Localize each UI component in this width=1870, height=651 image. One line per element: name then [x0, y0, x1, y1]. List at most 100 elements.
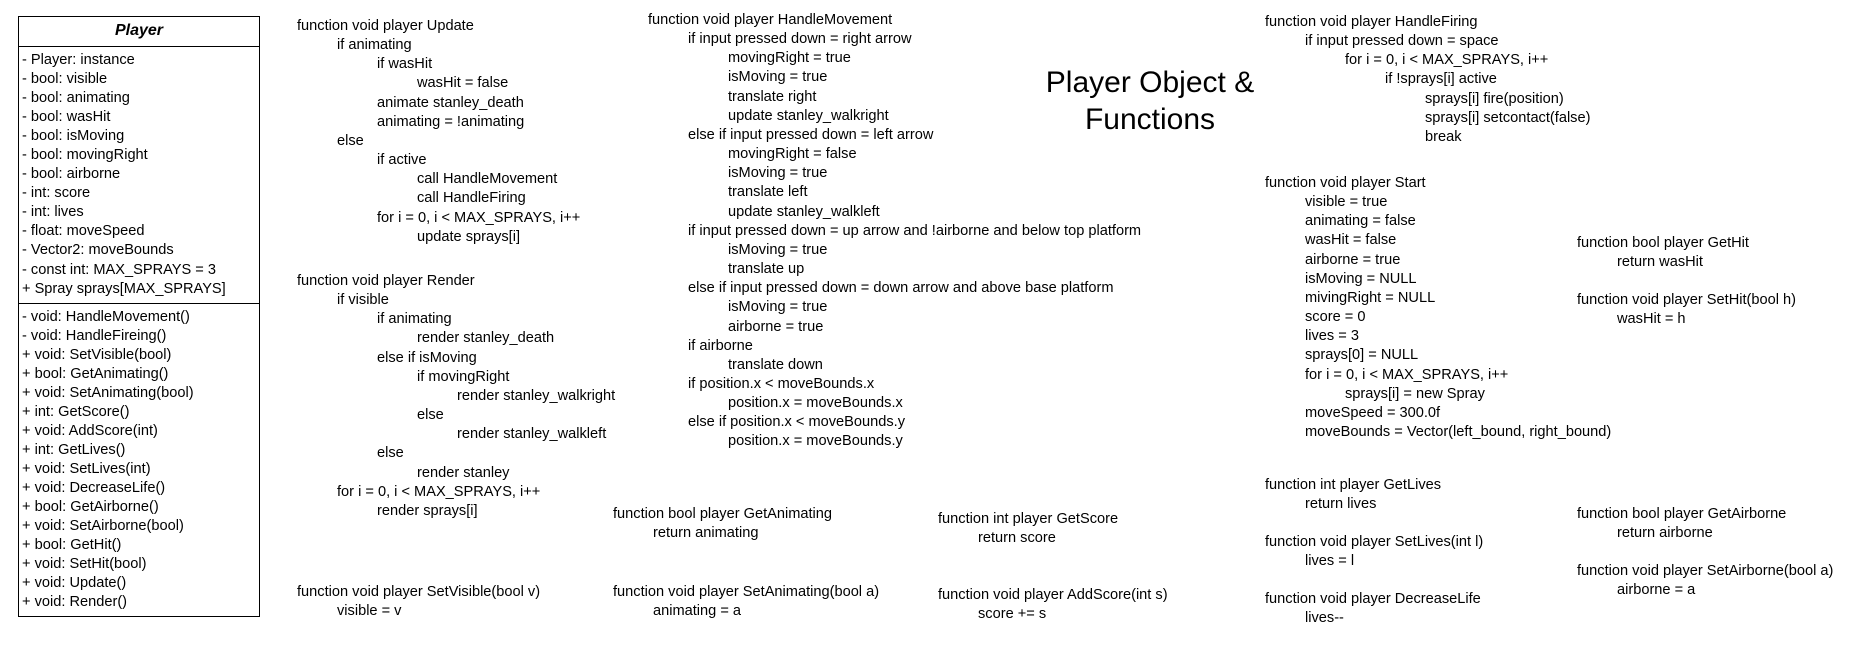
attribute: - bool: visible — [22, 71, 108, 88]
attribute: - bool: airborne — [22, 166, 121, 183]
code-line: break — [1425, 128, 1462, 145]
attribute: - const int: MAX_SPRAYS = 3 — [22, 261, 216, 278]
code-line: else if input pressed down = left arrow — [688, 126, 934, 143]
code-line: wasHit = h — [1617, 311, 1686, 328]
code-line: isMoving = true — [728, 299, 828, 316]
attribute: - bool: wasHit — [22, 109, 111, 126]
code-line: function int player GetScore — [938, 511, 1119, 527]
code-line: else — [337, 132, 364, 149]
attribute: - bool: isMoving — [22, 128, 125, 145]
code-line: function void player Render — [297, 273, 475, 289]
fn-set-airborne: function void player SetAirborne(bool a)… — [1577, 562, 1833, 600]
code-line: lives-- — [1305, 610, 1344, 627]
code-line: function bool player GetAnimating — [613, 506, 833, 522]
code-line: render sprays[i] — [377, 502, 478, 519]
code-line: score += s — [978, 606, 1047, 623]
code-line: render stanley_walkright — [457, 387, 616, 404]
code-line: if input pressed down = up arrow and !ai… — [688, 222, 1142, 239]
code-line: position.x = moveBounds.x — [728, 395, 903, 412]
method: + bool: GetAirborne() — [22, 499, 159, 516]
code-line: function void player SetAirborne(bool a) — [1577, 563, 1834, 579]
fn-get-hit: function bool player GetHit return wasHi… — [1577, 234, 1749, 272]
code-line: function void player Start — [1265, 175, 1426, 191]
code-line: for i = 0, i < MAX_SPRAYS, i++ — [1305, 366, 1509, 383]
code-line: translate down — [728, 356, 823, 373]
code-line: lives = l — [1305, 553, 1355, 570]
code-line: update stanley_walkright — [728, 107, 889, 124]
attribute: - float: moveSpeed — [22, 223, 145, 240]
code-line: wasHit = false — [1305, 232, 1397, 249]
code-line: movingRight = true — [728, 50, 851, 67]
code-line: for i = 0, i < MAX_SPRAYS, i++ — [1345, 52, 1549, 69]
fn-set-animating: function void player SetAnimating(bool a… — [613, 583, 879, 621]
methods-section: - void: HandleMovement() - void: HandleF… — [19, 302, 259, 617]
code-line: translate up — [728, 261, 805, 278]
method: + int: GetLives() — [22, 441, 126, 458]
fn-handle-firing: function void player HandleFiring if inp… — [1265, 13, 1590, 147]
fn-render: function void player Render if visible i… — [297, 272, 615, 521]
method: - void: HandleFireing() — [22, 327, 167, 344]
code-line: sprays[i] setcontact(false) — [1425, 109, 1591, 126]
code-line: update sprays[i] — [417, 228, 521, 245]
code-line: function int player GetLives — [1265, 477, 1442, 493]
method: - void: HandleMovement() — [22, 308, 190, 325]
diagram-title: Player Object & Functions — [1020, 64, 1280, 138]
code-line: if animating — [337, 37, 412, 54]
fn-set-hit: function void player SetHit(bool h) wasH… — [1577, 291, 1796, 329]
code-line: visible = true — [1305, 194, 1388, 211]
code-line: moveSpeed = 300.0f — [1305, 404, 1441, 421]
code-line: animating = false — [1305, 213, 1416, 230]
code-line: sprays[i] = new Spray — [1345, 385, 1485, 402]
code-line: else if position.x < moveBounds.y — [688, 414, 905, 431]
code-line: return animating — [653, 525, 759, 542]
code-line: translate right — [728, 88, 817, 105]
code-line: if wasHit — [377, 56, 433, 73]
attribute: - bool: movingRight — [22, 147, 148, 164]
code-line: else if isMoving — [377, 349, 477, 366]
attribute: - int: lives — [22, 204, 84, 221]
method: + void: SetAnimating(bool) — [22, 384, 194, 401]
code-line: animating = !animating — [377, 113, 525, 130]
attribute: - int: score — [22, 185, 91, 202]
code-line: animating = a — [653, 603, 742, 620]
method: + void: Render() — [22, 594, 128, 611]
player-class-box: Player - Player: instance - bool: visibl… — [18, 16, 260, 618]
code-line: function void player SetLives(int l) — [1265, 534, 1484, 550]
code-line: call HandleFiring — [417, 190, 526, 207]
code-line: function void player HandleFiring — [1265, 14, 1478, 30]
code-line: function void player SetVisible(bool v) — [297, 584, 541, 600]
fn-set-visible: function void player SetVisible(bool v) … — [297, 583, 540, 621]
code-line: airborne = true — [728, 318, 824, 335]
code-line: sprays[i] fire(position) — [1425, 90, 1564, 107]
method: + void: Update() — [22, 575, 127, 592]
fn-get-airborne: function bool player GetAirborne return … — [1577, 505, 1786, 543]
code-line: wasHit = false — [417, 75, 509, 92]
code-line: if active — [377, 152, 427, 169]
code-line: function void player DecreaseLife — [1265, 591, 1481, 607]
method: + void: SetLives(int) — [22, 460, 151, 477]
code-line: animate stanley_death — [377, 94, 524, 111]
code-line: if input pressed down = space — [1305, 33, 1499, 50]
fn-get-animating: function bool player GetAnimating return… — [613, 505, 832, 543]
fn-add-score: function void player AddScore(int s) sco… — [938, 586, 1168, 624]
fn-get-lives: function int player GetLives return live… — [1265, 476, 1441, 514]
code-line: return airborne — [1617, 525, 1713, 542]
code-line: position.x = moveBounds.y — [728, 433, 903, 450]
code-line: function bool player GetHit — [1577, 235, 1749, 251]
code-line: function void player SetHit(bool h) — [1577, 292, 1797, 308]
code-line: function void player SetAnimating(bool a… — [613, 584, 880, 600]
code-line: for i = 0, i < MAX_SPRAYS, i++ — [337, 483, 541, 500]
fn-set-lives: function void player SetLives(int l) liv… — [1265, 533, 1483, 571]
method: + void: DecreaseLife() — [22, 480, 166, 497]
code-line: if visible — [337, 292, 389, 309]
class-name: Player — [19, 17, 259, 47]
code-line: return wasHit — [1617, 254, 1703, 271]
title-line-2: Functions — [1084, 103, 1216, 136]
code-line: function void player Update — [297, 18, 474, 34]
method: + void: SetHit(bool) — [22, 556, 147, 573]
code-line: lives = 3 — [1305, 328, 1359, 345]
code-line: for i = 0, i < MAX_SPRAYS, i++ — [377, 209, 581, 226]
code-line: airborne = true — [1305, 251, 1401, 268]
code-line: return score — [978, 530, 1056, 547]
code-line: function bool player GetAirborne — [1577, 506, 1787, 522]
